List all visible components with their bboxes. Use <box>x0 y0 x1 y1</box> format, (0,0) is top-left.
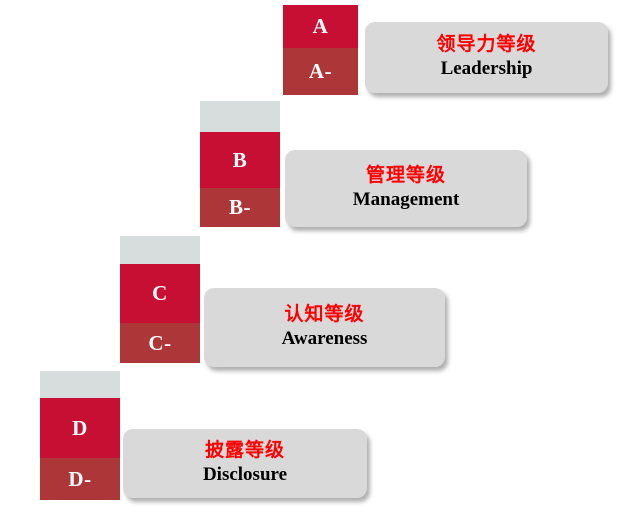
grade-b-cap-block <box>200 101 280 132</box>
grade-column-c: C C- <box>120 236 200 363</box>
grade-b-block: B <box>200 132 280 188</box>
grade-column-a: A A- <box>283 5 358 95</box>
disclosure-label-zh: 披露等级 <box>204 440 285 462</box>
awareness-label-box: 认知等级 Awareness <box>204 288 445 367</box>
disclosure-label-box: 披露等级 Disclosure <box>123 429 367 498</box>
grade-a-block: A <box>283 5 358 48</box>
grade-c-block: C <box>120 264 200 323</box>
awareness-label-en: Awareness <box>281 328 368 349</box>
leadership-label-en: Leadership <box>440 58 533 79</box>
grade-a-minus-label: A- <box>308 59 333 83</box>
management-label-en: Management <box>352 189 460 210</box>
leadership-label-zh: 领导力等级 <box>436 34 537 56</box>
grade-column-d: D D- <box>40 371 120 500</box>
grade-d-cap-block <box>40 371 120 398</box>
grade-b-label: B <box>232 147 248 172</box>
awareness-label-zh: 认知等级 <box>284 304 365 326</box>
grade-c-label: C <box>152 281 168 305</box>
grade-d-minus-block: D- <box>40 458 120 500</box>
grade-a-minus-block: A- <box>283 48 358 95</box>
grade-column-b: B B- <box>200 101 280 227</box>
grade-b-minus-label: B- <box>229 195 251 219</box>
grade-d-minus-label: D- <box>68 466 92 491</box>
grade-d-label: D <box>72 415 88 440</box>
grade-a-label: A <box>312 14 329 38</box>
management-label-box: 管理等级 Management <box>285 150 527 227</box>
management-label-zh: 管理等级 <box>365 165 446 187</box>
grade-d-block: D <box>40 398 120 458</box>
grade-c-minus-block: C- <box>120 323 200 363</box>
grade-c-minus-label: C- <box>148 330 172 355</box>
disclosure-label-en: Disclosure <box>202 464 288 485</box>
grade-b-minus-block: B- <box>200 188 280 227</box>
grade-c-cap-block <box>120 236 200 264</box>
leadership-label-box: 领导力等级 Leadership <box>365 22 608 93</box>
